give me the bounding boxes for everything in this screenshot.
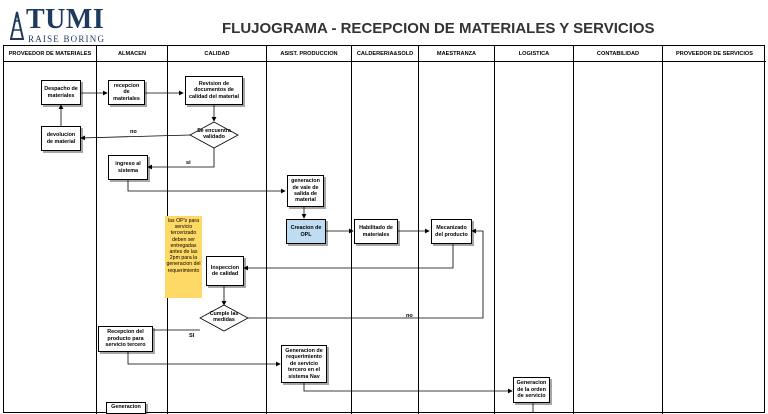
lane-header: ASIST. PRODUCCION (267, 46, 351, 62)
decision-validado-label: Se encuentra validado (197, 128, 231, 141)
lane-maestranza: MAESTRANZA (419, 46, 495, 414)
node-mecanizado: Mecanizado del producto (431, 219, 472, 244)
lane-header: CALIDAD (168, 46, 266, 62)
node-ingreso: ingreso al sistema (108, 155, 148, 180)
node-inspeccion: Inspeccion de calidad (206, 256, 244, 286)
lane-header: CALDERERIA&SOLD (352, 46, 418, 62)
lane-caldereria: CALDERERIA&SOLD (352, 46, 419, 414)
lane-contabilidad: CONTABILIDAD (574, 46, 663, 414)
diagram-title: FLUJOGRAMA - RECEPCION DE MATERIALES Y S… (222, 20, 655, 37)
flow-label-no: no (130, 129, 137, 135)
decision-cumple-label: Cumple las medidas (209, 311, 239, 324)
node-revision: Revision de documentos de calidad del ma… (185, 76, 243, 105)
logo-wordmark: TUMI (26, 4, 105, 35)
flow-label-no: no (406, 313, 413, 319)
drill-rig-icon (9, 11, 25, 40)
company-logo: TUMI RAISE BORING (6, 4, 106, 44)
lane-header: LOGISTICA (495, 46, 573, 62)
lane-header: ALMACEN (97, 46, 167, 62)
lane-header: CONTABILIDAD (574, 46, 662, 62)
node-requerimiento: Generacion de requerimiento de servicio … (281, 345, 327, 383)
node-devolucion: devolucion de material (41, 126, 81, 151)
lane-calidad: CALIDAD (168, 46, 267, 414)
node-orden-servicio: Generacion de la orden de servicio (513, 377, 550, 403)
lane-header: MAESTRANZA (419, 46, 494, 62)
node-opl: Creacion de OPL (286, 219, 326, 244)
node-recepcion-tercero: Recepcion del producto para servicio ter… (98, 326, 153, 352)
node-vale: generacion de vale de salida de material (287, 175, 324, 207)
lane-header: PROVEEDOR DE SERVICIOS (663, 46, 766, 62)
node-generacion-bottom: Generacion (106, 402, 146, 414)
note-ops-deadline: las OP's para servicio tercerizado deben… (165, 216, 202, 298)
lane-proveedor-servicios: PROVEEDOR DE SERVICIOS (663, 46, 766, 414)
lane-header: PROVEEDOR DE MATERIALES (4, 46, 96, 62)
lane-logistica: LOGISTICA (495, 46, 574, 414)
lane-proveedor-materiales: PROVEEDOR DE MATERIALES (4, 46, 97, 414)
node-recepcion: recepcion de materiales (108, 80, 145, 105)
node-habilitado: Habilitado de materiales (354, 219, 398, 244)
node-despacho: Despacho de materiales (41, 80, 81, 105)
flow-label-si: SI (189, 333, 195, 339)
flow-label-si: si (186, 160, 191, 166)
logo-tagline: RAISE BORING (28, 34, 106, 44)
